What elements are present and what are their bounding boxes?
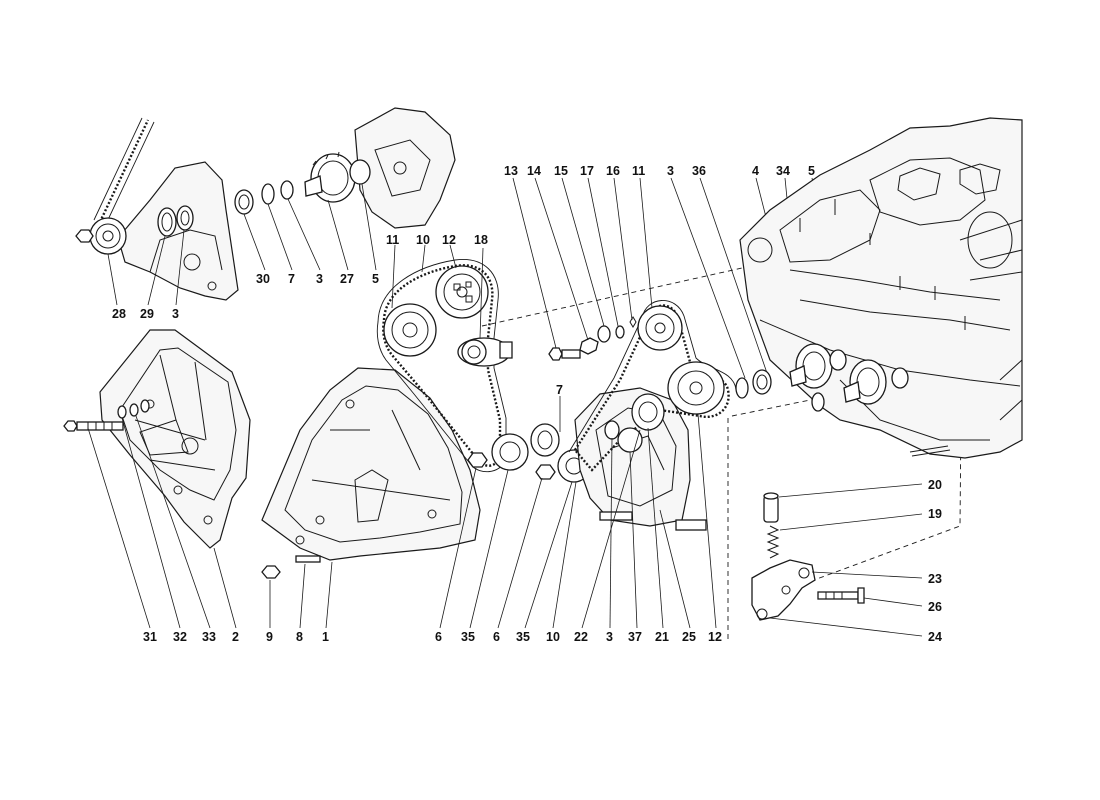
callout-15: 15 [554, 164, 568, 178]
callout-29: 29 [140, 307, 154, 321]
idler-pulley-35a [491, 433, 529, 471]
cam-sprocket-34 [789, 343, 833, 389]
callout-28: 28 [112, 307, 126, 321]
cam-sprocket-5 [811, 349, 909, 412]
callout-4: 4 [752, 164, 759, 178]
callout-31: 31 [143, 630, 157, 644]
cylinder-head-block [735, 117, 1023, 459]
callout-34: 34 [776, 164, 790, 178]
callout-5b: 5 [808, 164, 815, 178]
crank-pulley-group [604, 393, 665, 453]
callout-33: 33 [202, 630, 216, 644]
callout-3d: 3 [606, 630, 613, 644]
callout-11a: 11 [386, 233, 399, 247]
inner-timing-cover [261, 367, 481, 629]
callout-8: 8 [296, 630, 303, 644]
belt-tensioner-18 [457, 337, 513, 367]
callout-26: 26 [928, 600, 942, 614]
callout-22: 22 [574, 630, 588, 644]
callout-6b: 6 [493, 630, 500, 644]
callout-37: 37 [628, 630, 642, 644]
callout-30: 30 [256, 272, 270, 286]
callout-12a: 12 [442, 233, 456, 247]
callout-18: 18 [474, 233, 488, 247]
callout-14: 14 [527, 164, 541, 178]
callout-24: 24 [928, 630, 942, 644]
callout-19: 19 [928, 507, 942, 521]
cam-pulley-28 [75, 217, 127, 255]
callout-25: 25 [682, 630, 696, 644]
callout-17: 17 [580, 164, 594, 178]
callout-labels: 28 29 3 30 7 3 27 5 11 10 12 18 13 14 15… [112, 164, 942, 644]
callout-12b: 12 [708, 630, 722, 644]
callout-10a: 10 [416, 233, 430, 247]
cover-bolt-31 [63, 420, 124, 432]
outer-timing-cover [63, 329, 251, 629]
callout-7b: 7 [556, 383, 563, 397]
camshaft-sprocket-27 [304, 151, 356, 203]
callout-10b: 10 [546, 630, 560, 644]
callout-3c: 3 [667, 164, 674, 178]
callout-27: 27 [340, 272, 354, 286]
callout-6a: 6 [435, 630, 442, 644]
callout-36: 36 [692, 164, 706, 178]
callout-5a: 5 [372, 272, 379, 286]
cam-pulley-12 [435, 265, 489, 319]
cam-pulley-11 [637, 305, 683, 351]
callout-11b: 11 [632, 164, 645, 178]
callout-13: 13 [504, 164, 518, 178]
callout-23: 23 [928, 572, 942, 586]
callout-20: 20 [928, 478, 942, 492]
callout-16: 16 [606, 164, 620, 178]
tensioner-assembly [751, 483, 923, 637]
callout-2: 2 [232, 630, 239, 644]
cam-pulley-12b [667, 361, 725, 415]
callout-3b: 3 [316, 272, 323, 286]
callout-21: 21 [655, 630, 669, 644]
cam-pulley-10 [383, 303, 437, 357]
callout-3a: 3 [172, 307, 179, 321]
callout-35a: 35 [461, 630, 475, 644]
callout-32: 32 [173, 630, 187, 644]
callout-7a: 7 [288, 272, 295, 286]
callout-1: 1 [322, 630, 329, 644]
callout-9: 9 [266, 630, 273, 644]
callout-35b: 35 [516, 630, 530, 644]
timing-belt-pulleys [376, 177, 963, 640]
rear-cam-housing-group [75, 107, 456, 306]
small-fasteners-13-17 [548, 316, 637, 361]
